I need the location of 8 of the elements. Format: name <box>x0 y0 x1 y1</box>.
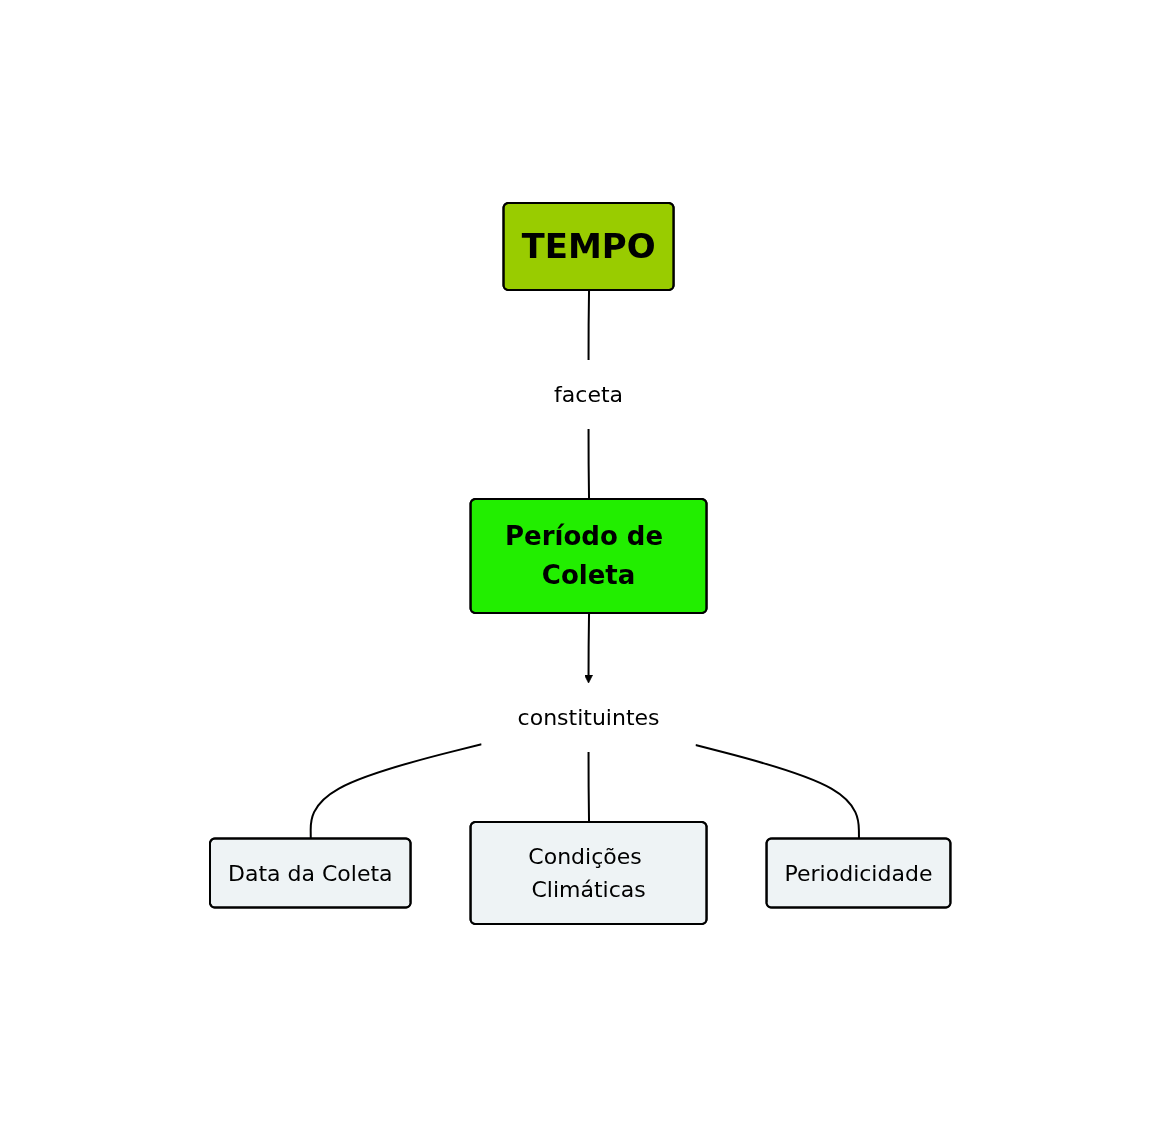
node-text: faceta <box>554 382 624 407</box>
connector <box>587 751 591 824</box>
arrow <box>584 612 594 684</box>
node-text: constituintes <box>517 705 660 730</box>
connector <box>587 428 591 501</box>
connector <box>309 743 483 840</box>
connector <box>587 289 591 361</box>
connector <box>694 744 861 840</box>
